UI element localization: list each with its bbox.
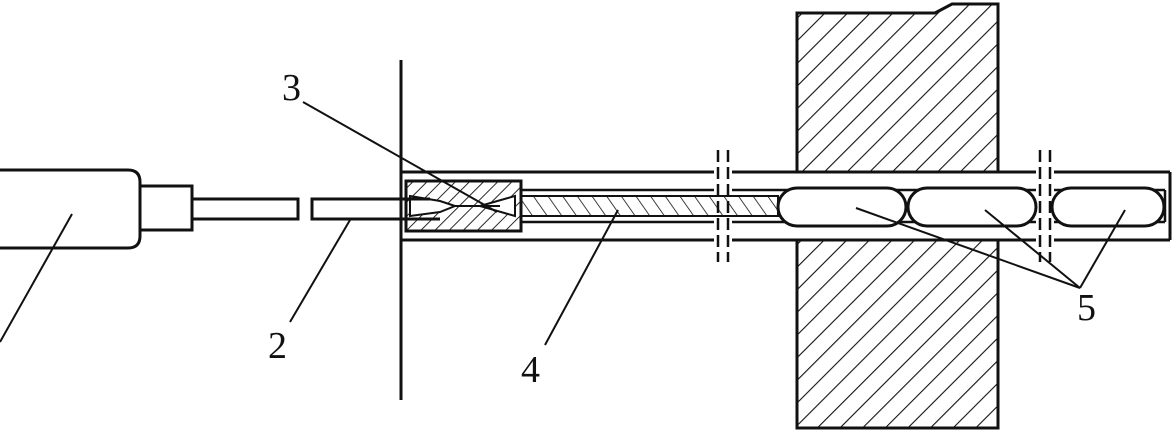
- capsule-1: [776, 186, 908, 228]
- label-5: 5: [1077, 287, 1096, 329]
- label-2: 2: [268, 325, 287, 367]
- rod: [190, 197, 440, 221]
- label-4: 4: [521, 349, 540, 391]
- break-mark-right: [1036, 150, 1054, 262]
- device-body: [0, 168, 194, 250]
- capsule-2: [906, 186, 1038, 228]
- label-3: 3: [282, 67, 301, 109]
- leader-lines: [0, 101, 1126, 346]
- stemming-plug: [404, 179, 523, 233]
- capsule-3: [1050, 186, 1166, 228]
- capsules: [776, 186, 1166, 228]
- wall-block: [795, 2, 1000, 430]
- charge-section: [520, 195, 779, 217]
